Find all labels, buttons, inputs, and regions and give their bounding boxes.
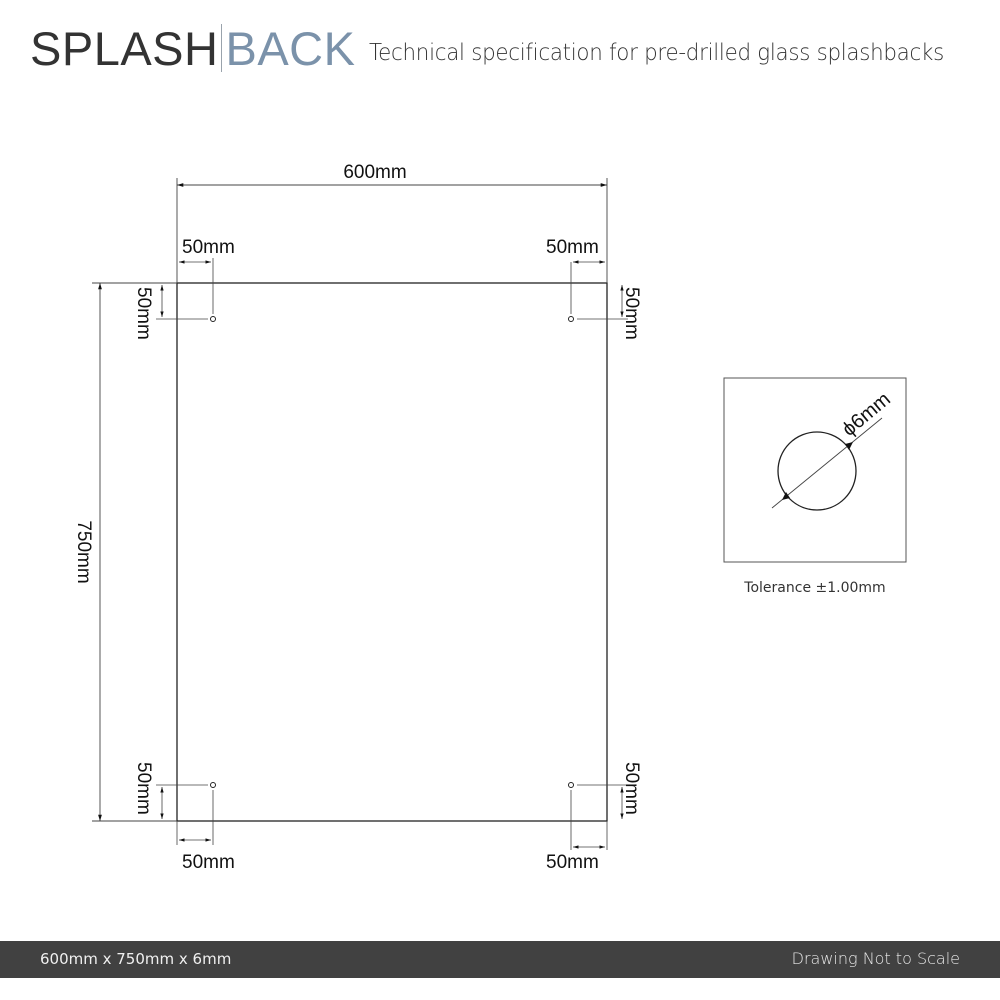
offset-label-top-left-h: 50mm <box>182 237 235 258</box>
offset-label-bottom-left-h: 50mm <box>182 852 235 873</box>
width-label: 600mm <box>343 162 406 183</box>
offset-label-top-right-v: 50mm <box>621 287 642 340</box>
offset-label-top-right-h: 50mm <box>546 237 599 258</box>
offset-bottom-right <box>570 784 628 850</box>
hole-top-left <box>210 316 216 322</box>
technical-drawing: 600mm 750mm 50mm 50mm 50mm 50mm 50mm <box>73 162 907 873</box>
logo-splash: SPLASH <box>30 21 219 75</box>
logo-divider <box>221 24 223 72</box>
scale-note: Drawing Not to Scale <box>791 949 960 968</box>
logo: SPLASH BACK <box>30 21 356 75</box>
offset-top-right <box>570 260 628 320</box>
product-dimensions: 600mm x 750mm x 6mm <box>40 950 232 968</box>
diameter-label: ϕ6mm <box>838 388 895 441</box>
hole-bottom-right <box>568 782 574 788</box>
offset-label-bottom-right-v: 50mm <box>621 762 642 815</box>
hole-top-right <box>568 316 574 322</box>
hole-detail-box <box>723 377 907 563</box>
hole-bottom-left <box>210 782 216 788</box>
offset-bottom-left <box>156 784 214 845</box>
diameter-leader <box>771 417 883 509</box>
drill-holes <box>210 316 574 788</box>
offset-label-bottom-right-h: 50mm <box>546 852 599 873</box>
offset-label-bottom-left-v: 50mm <box>133 762 154 815</box>
height-label: 750mm <box>73 520 94 583</box>
offset-top-left <box>156 258 214 320</box>
hole-detail-circle <box>777 431 857 511</box>
width-dimension <box>176 178 608 283</box>
logo-back: BACK <box>225 21 356 75</box>
header: SPLASH BACK Technical specification for … <box>0 0 1000 100</box>
footer-bar: 600mm x 750mm x 6mm Drawing Not to Scale <box>0 941 1000 978</box>
page-subtitle: Technical specification for pre-drilled … <box>369 40 944 66</box>
glass-panel-outline <box>176 282 608 822</box>
height-dimension <box>92 282 177 822</box>
offset-label-top-left-v: 50mm <box>133 287 154 340</box>
tolerance-note: Tolerance ±1.00mm <box>744 580 886 596</box>
